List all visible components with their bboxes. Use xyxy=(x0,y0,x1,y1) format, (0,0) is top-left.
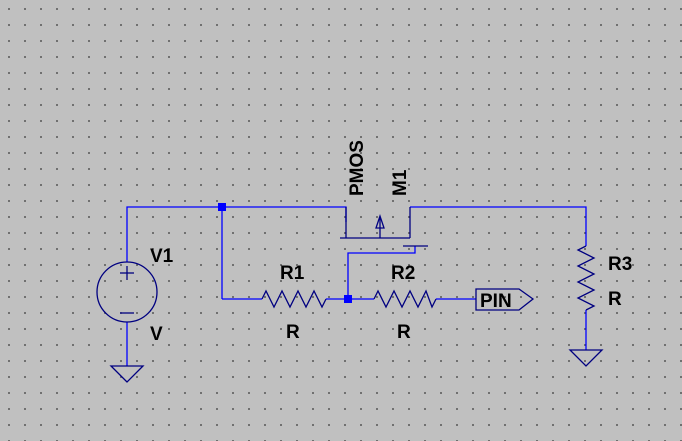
junction-top[interactable] xyxy=(218,203,226,211)
m1-body-arrow-icon xyxy=(375,213,385,229)
m1-model-label: PMOS xyxy=(347,140,368,196)
resistor-r2[interactable] xyxy=(373,289,437,309)
wires xyxy=(126,206,587,366)
resistor-r1[interactable] xyxy=(261,289,327,309)
ground-icon-v1[interactable] xyxy=(109,365,145,383)
wire-gate[interactable] xyxy=(347,246,416,299)
port-flag-shape xyxy=(475,288,535,311)
r3-value-label: R xyxy=(608,289,622,310)
v1-value-label: V xyxy=(150,324,163,345)
m1-name-label: M1 xyxy=(390,169,411,196)
resistor-r3[interactable] xyxy=(576,245,596,311)
wire-drain-to-r3[interactable] xyxy=(410,206,587,246)
voltage-source-symbol xyxy=(96,261,158,323)
junction-gate[interactable] xyxy=(344,295,352,303)
voltage-source-v1[interactable] xyxy=(96,261,158,323)
r2-value-label: R xyxy=(397,322,411,343)
port-pin[interactable]: PIN xyxy=(475,288,535,312)
port-label: PIN xyxy=(480,291,512,312)
r1-value-label: R xyxy=(286,322,300,343)
r1-name-label: R1 xyxy=(280,263,305,284)
r3-name-label: R3 xyxy=(608,254,632,275)
ground-icon-r3[interactable] xyxy=(568,349,604,367)
v1-name-label: V1 xyxy=(150,246,174,267)
pmos-transistor-m1[interactable] xyxy=(340,207,428,247)
r2-name-label: R2 xyxy=(391,263,415,284)
